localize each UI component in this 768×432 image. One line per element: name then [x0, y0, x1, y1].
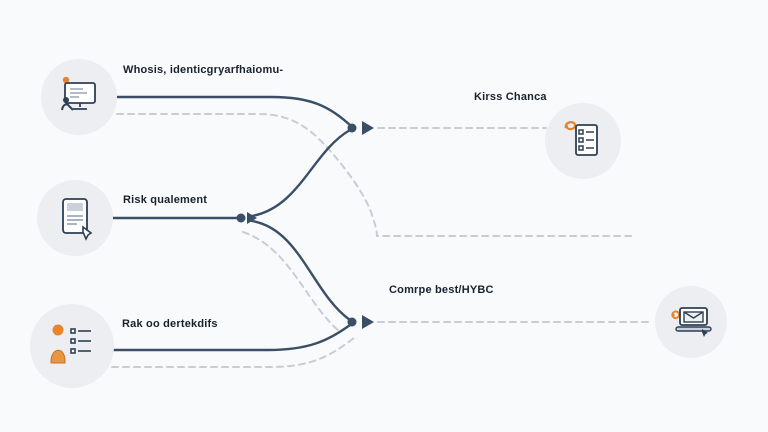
connector-top — [115, 95, 354, 129]
junction-dot-middle — [236, 213, 246, 223]
junction-dot-top — [347, 123, 357, 133]
dashed-top-curve — [116, 113, 633, 237]
arrow-bottom-icon — [362, 315, 374, 329]
junction-dot-bottom — [347, 317, 357, 327]
arrow-middle-icon — [247, 212, 257, 224]
node-risk-checklist — [30, 304, 114, 388]
junctions-and-arrows — [236, 121, 374, 329]
node-label-compliance: Comrpe best/HYBC — [389, 284, 494, 296]
checklist-scribble-icon — [558, 116, 608, 166]
node-label-kyc: Kirss Chanca — [474, 91, 547, 103]
node-label-risk: Risk qualement — [123, 194, 208, 206]
person-checklist-icon — [45, 319, 99, 373]
laptop-mail-icon — [666, 297, 716, 347]
node-compliance — [655, 286, 727, 358]
connector-branch-down — [250, 219, 352, 322]
dashed-middle-branch — [242, 231, 341, 333]
connector-bottom — [110, 323, 352, 352]
document-hand-icon — [50, 193, 100, 243]
node-kyc-check — [545, 103, 621, 179]
connector-branch-up — [250, 128, 352, 218]
solid-connectors — [110, 95, 354, 352]
node-label-identity: Whosis, identicgryarfhaiomu- — [123, 64, 284, 76]
node-risk-assessment — [37, 180, 113, 256]
node-label-checklist: Rak oo dertekdifs — [122, 318, 218, 330]
dashed-bottom-curve — [111, 337, 355, 368]
arrow-top-icon — [362, 121, 374, 135]
dashed-connectors — [111, 113, 653, 368]
monitor-person-icon — [54, 72, 104, 122]
node-identity-verification — [41, 59, 117, 135]
